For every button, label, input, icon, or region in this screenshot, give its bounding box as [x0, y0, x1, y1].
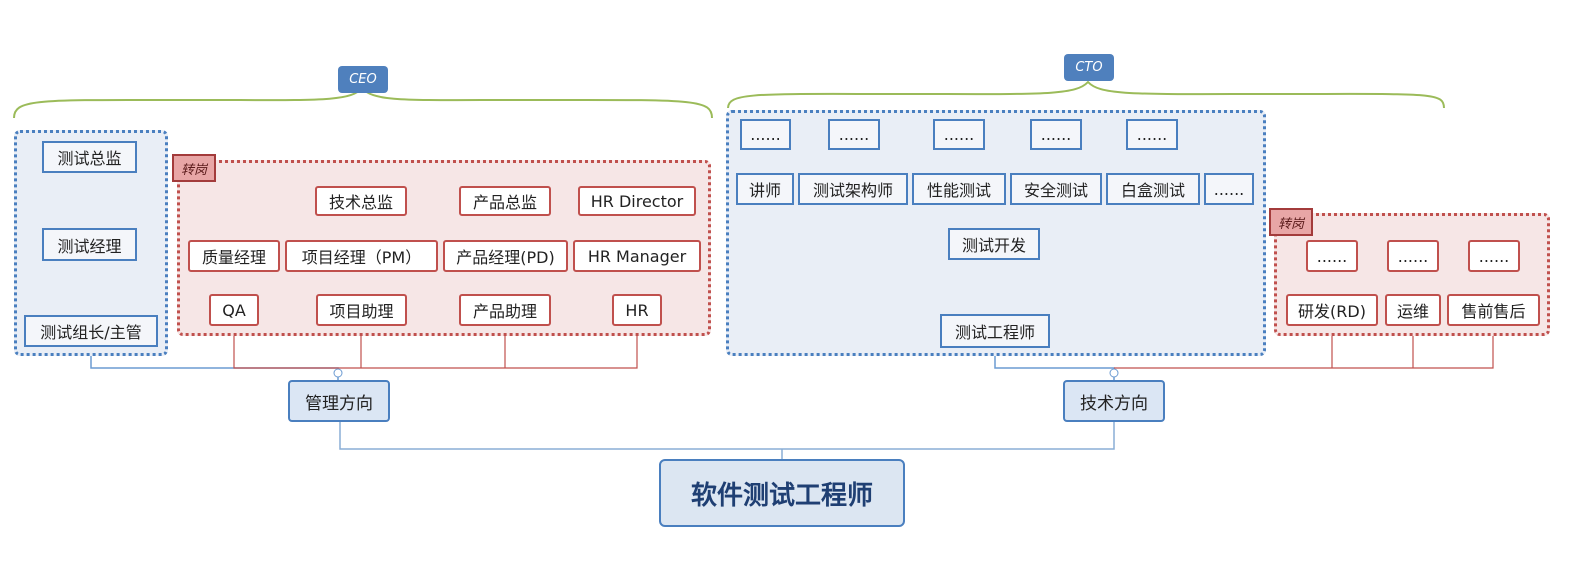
transfer-tag-tech: 转岗 — [1269, 208, 1313, 236]
node-test-engineer[interactable]: 测试工程师 — [940, 314, 1050, 348]
cto-callout: CTO — [1064, 54, 1114, 81]
node-test-director[interactable]: 测试总监 — [42, 141, 137, 173]
node-specialty-next-4[interactable]: ...... — [1030, 119, 1082, 150]
node-tech-director[interactable]: 技术总监 — [315, 186, 407, 216]
node-ops[interactable]: 运维 — [1385, 294, 1441, 326]
node-rd-next[interactable]: ...... — [1306, 240, 1358, 272]
transfer-tag-mgmt: 转岗 — [172, 154, 216, 182]
root-connector — [339, 422, 1115, 460]
node-whitebox-test[interactable]: 白盒测试 — [1106, 173, 1200, 205]
node-test-manager[interactable]: 测试经理 — [42, 228, 137, 261]
node-project-assistant[interactable]: 项目助理 — [316, 294, 407, 326]
cto-brace — [727, 80, 1445, 109]
node-specialty-next-3[interactable]: ...... — [933, 119, 985, 150]
node-hr[interactable]: HR — [612, 294, 662, 326]
node-rd[interactable]: 研发(RD) — [1286, 294, 1378, 326]
node-specialty-next-1[interactable]: ...... — [740, 119, 791, 150]
node-perf-test[interactable]: 性能测试 — [912, 173, 1006, 205]
node-lecturer[interactable]: 讲师 — [736, 173, 794, 205]
management-direction[interactable]: 管理方向 — [288, 380, 390, 422]
technical-direction[interactable]: 技术方向 — [1063, 380, 1165, 422]
node-test-architect[interactable]: 测试架构师 — [798, 173, 908, 205]
node-product-manager[interactable]: 产品经理(PD) — [443, 240, 568, 272]
node-specialty-next-5[interactable]: ...... — [1126, 119, 1178, 150]
node-quality-manager[interactable]: 质量经理 — [188, 240, 280, 272]
node-hr-manager[interactable]: HR Manager — [573, 240, 701, 272]
node-hr-director[interactable]: HR Director — [578, 186, 696, 216]
ceo-callout: CEO — [338, 66, 388, 93]
node-qa[interactable]: QA — [209, 294, 259, 326]
node-product-director[interactable]: 产品总监 — [459, 186, 551, 216]
node-project-manager[interactable]: 项目经理（PM） — [285, 240, 438, 272]
node-presales[interactable]: 售前售后 — [1447, 294, 1540, 326]
node-product-assistant[interactable]: 产品助理 — [459, 294, 551, 326]
node-test-lead[interactable]: 测试组长/主管 — [24, 315, 158, 347]
node-presales-next[interactable]: ...... — [1468, 240, 1520, 272]
root-node[interactable]: 软件测试工程师 — [659, 459, 905, 527]
node-ops-next[interactable]: ...... — [1387, 240, 1439, 272]
node-specialty-next-2[interactable]: ...... — [828, 119, 880, 150]
node-specialty-more[interactable]: ...... — [1204, 173, 1254, 205]
node-test-dev[interactable]: 测试开发 — [948, 228, 1040, 260]
node-security-test[interactable]: 安全测试 — [1010, 173, 1102, 205]
